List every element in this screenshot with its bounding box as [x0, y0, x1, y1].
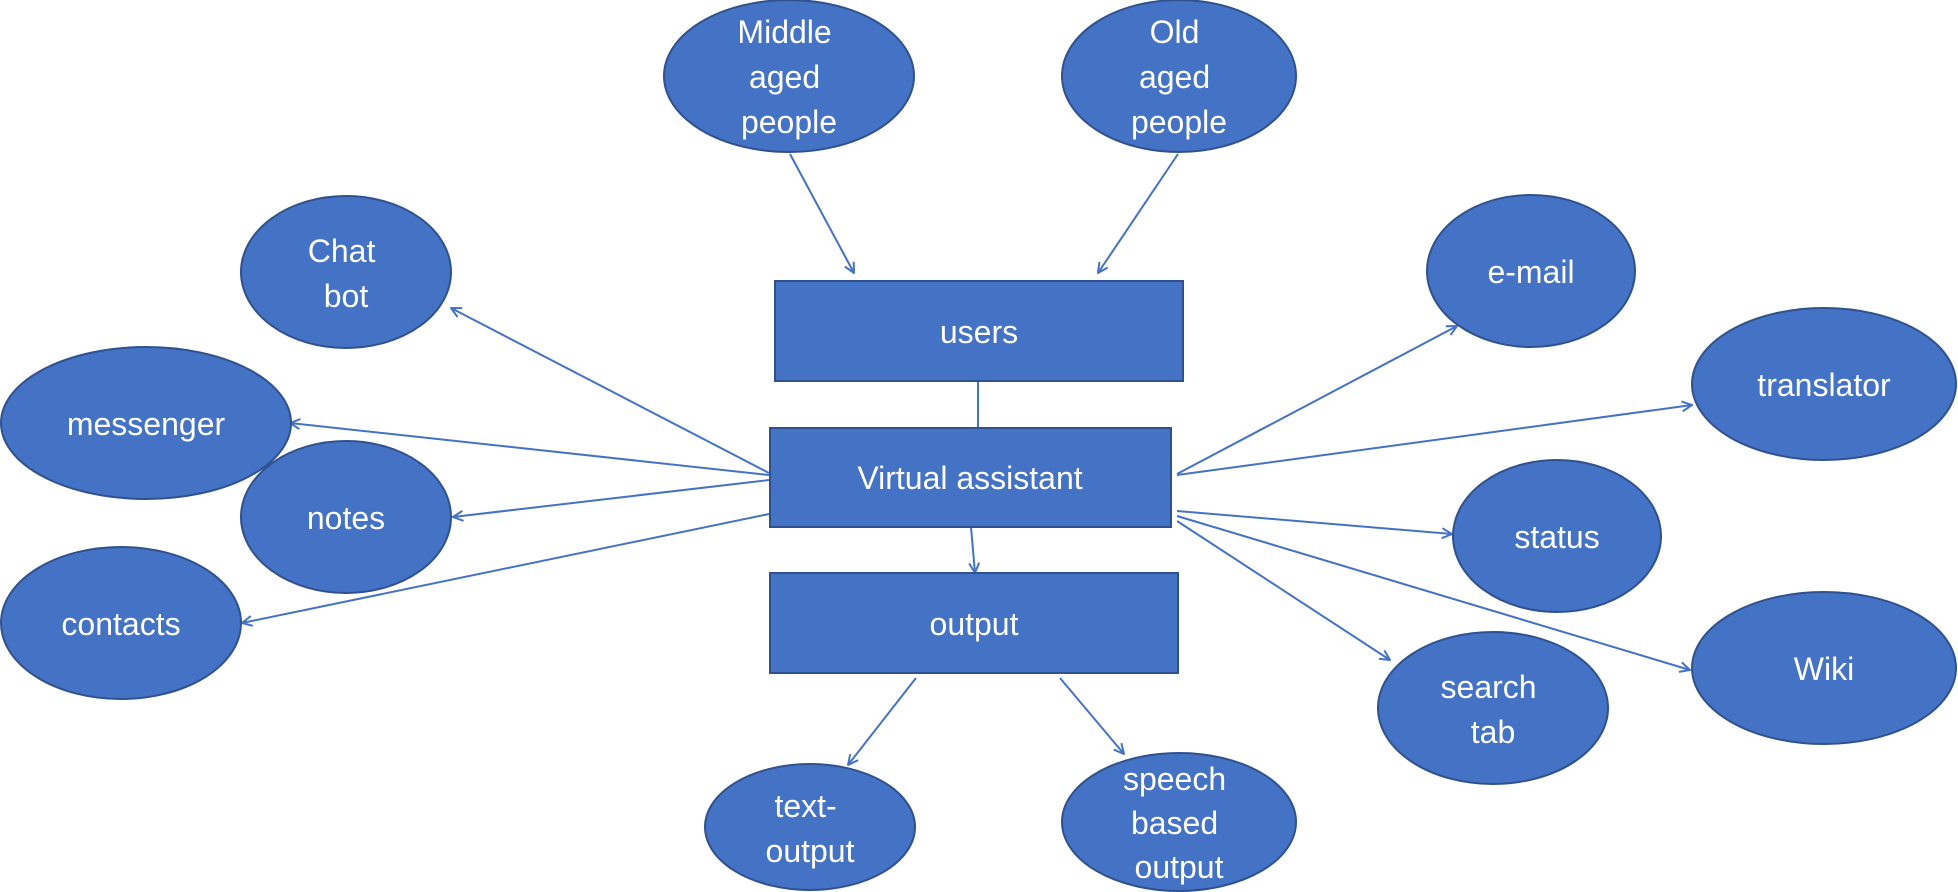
node-old-aged-people: Old aged people	[1061, 0, 1297, 153]
node-label: messenger	[67, 406, 226, 442]
node-label: translator	[1757, 367, 1891, 403]
edge-va-to-email	[1176, 326, 1457, 475]
node-label: users	[940, 314, 1018, 350]
node-speech-based-output: speech based output	[1061, 752, 1297, 892]
node-label-line: Chat	[308, 233, 376, 269]
node-label-line: tab	[1471, 714, 1515, 750]
node-text-output: text- output	[704, 763, 916, 891]
node-users: users	[774, 280, 1184, 382]
node-messenger: messenger	[0, 346, 292, 500]
edge-output-to-speech-output	[1059, 677, 1124, 754]
edge-va-to-contacts	[242, 513, 770, 623]
node-email: e-mail	[1426, 194, 1636, 348]
node-label-line: text-	[774, 788, 836, 824]
node-label-line: based	[1131, 805, 1218, 841]
node-label: Virtual assistant	[857, 460, 1082, 496]
edge-va-to-chat-bot	[451, 308, 770, 474]
svg-text:Chat bot: Chat bot	[308, 233, 384, 314]
node-label: contacts	[61, 606, 180, 642]
svg-text:text- output: text- output	[766, 788, 855, 869]
edge-va-to-wiki	[1176, 515, 1690, 670]
edge-va-to-status	[1176, 510, 1452, 534]
node-contacts: contacts	[0, 546, 242, 700]
edges	[242, 153, 1692, 765]
node-middle-aged-people: Middle aged people	[663, 0, 915, 153]
node-virtual-assistant: Virtual assistant	[769, 427, 1172, 528]
svg-text:search tab: search tab	[1441, 669, 1546, 750]
node-label-line: output	[1135, 849, 1224, 885]
node-translator: translator	[1691, 307, 1957, 461]
node-label: e-mail	[1487, 254, 1574, 290]
svg-text:Middle aged pe: Middle aged people	[737, 14, 840, 140]
node-label: status	[1514, 519, 1599, 555]
svg-text:Old aged peopl: Old aged people	[1131, 14, 1227, 140]
node-label-line: output	[766, 833, 855, 869]
node-label-line: aged	[749, 59, 820, 95]
edge-va-to-messenger	[290, 423, 770, 476]
node-label-line: people	[741, 104, 837, 140]
node-label-line: Old	[1150, 14, 1200, 50]
edge-output-to-text-output	[848, 677, 917, 765]
edge-middle-aged-to-users	[789, 153, 854, 273]
edge-va-to-notes	[453, 479, 770, 517]
node-notes: notes	[240, 440, 452, 594]
node-label-line: people	[1131, 104, 1227, 140]
node-label-line: aged	[1139, 59, 1210, 95]
svg-text:speech based o: speech based output	[1123, 761, 1235, 885]
edge-old-aged-to-users	[1098, 153, 1179, 273]
edge-va-to-translator	[1176, 405, 1692, 476]
node-chat-bot: Chat bot	[240, 195, 452, 349]
node-search-tab: search tab	[1377, 631, 1609, 785]
edge-va-to-output	[971, 526, 975, 573]
edge-va-to-search-tab	[1176, 520, 1390, 660]
node-output: output	[769, 572, 1179, 674]
node-label: Wiki	[1794, 651, 1854, 687]
node-wiki: Wiki	[1691, 591, 1957, 745]
node-label-line: speech	[1123, 761, 1226, 797]
node-label-line: bot	[324, 278, 369, 314]
node-label: output	[930, 606, 1019, 642]
node-label-line: Middle	[737, 14, 831, 50]
node-label-line: search	[1441, 669, 1537, 705]
node-status: status	[1452, 459, 1662, 613]
node-label: notes	[307, 500, 385, 536]
